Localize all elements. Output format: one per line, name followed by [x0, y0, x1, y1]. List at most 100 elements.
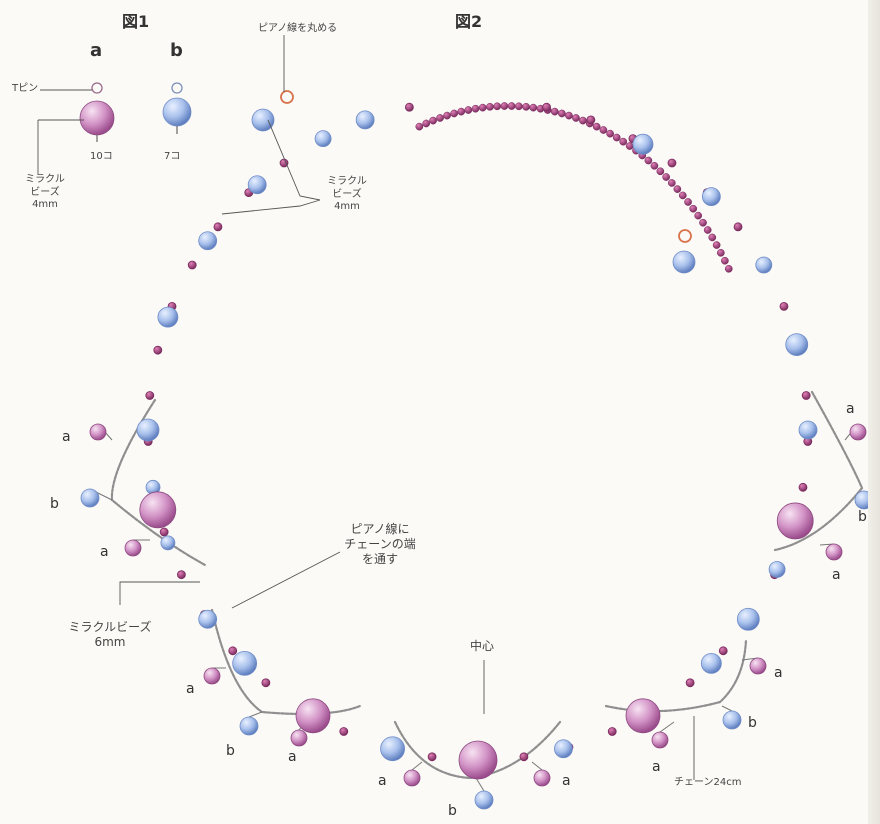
small-bead: [145, 391, 155, 400]
wire-bead: [478, 103, 487, 112]
small-bead: [685, 678, 695, 688]
wire-bead: [592, 122, 601, 131]
wire-bead: [694, 211, 703, 220]
wire-bead: [450, 109, 458, 118]
pin-wire: [475, 777, 485, 792]
wire-bead: [712, 241, 721, 249]
fig1-bead-line2: ビーズ: [30, 186, 60, 198]
drop-label-a: a: [652, 759, 661, 775]
fig1-bead-name: ミラクル ビーズ 4mm: [10, 174, 80, 212]
pin-wire: [411, 761, 423, 771]
pink-bead: [533, 769, 551, 787]
wire-bead: [606, 129, 614, 138]
small-bead: [339, 727, 349, 736]
pink-bead: [295, 698, 331, 734]
leader-line: [221, 199, 321, 215]
small-bead: [733, 222, 743, 232]
wire-bead: [599, 126, 608, 134]
drop-label-b: b: [858, 509, 867, 525]
blue-bead: [160, 535, 176, 551]
wire-bead: [550, 107, 559, 116]
drop-label-b: b: [50, 496, 59, 512]
pink-bead: [203, 667, 221, 685]
wire-bead: [684, 198, 692, 206]
chain: [393, 720, 562, 780]
miracle-4mm-note: ミラクル ビーズ 4mm: [312, 176, 382, 214]
small-bead: [798, 482, 808, 492]
wire-bead: [650, 161, 659, 170]
wire-bead: [522, 102, 530, 111]
wire-bead: [515, 102, 523, 111]
wire-bead: [464, 106, 473, 114]
t-pin-loop: [171, 82, 183, 94]
wire-bead: [656, 167, 665, 176]
pink-bead: [825, 543, 843, 561]
drop-label-a: a: [62, 429, 71, 445]
wire-bead: [565, 111, 573, 120]
page-edge: [868, 0, 880, 824]
drop-label-a: a: [846, 401, 855, 417]
t-pin-label: Tピン: [12, 83, 39, 94]
drop-label-b: b: [448, 803, 457, 819]
wire-bead: [721, 256, 729, 265]
wire-bead: [724, 264, 733, 273]
miracle-4mm-line3: 4mm: [334, 201, 360, 212]
small-bead: [213, 222, 223, 232]
leader-line: [119, 581, 200, 605]
blue-bead: [798, 420, 818, 440]
leader-line: [267, 119, 321, 201]
chain: [773, 390, 864, 552]
wire-bead: [708, 233, 717, 242]
wire-bead: [507, 102, 516, 110]
small-bead: [667, 158, 677, 168]
pin-wire: [721, 705, 733, 712]
small-bead: [718, 646, 728, 656]
wire-bead: [415, 122, 424, 131]
miracle-6mm-line1: ミラクルビーズ: [68, 620, 152, 634]
wire-chain-line1: ピアノ線に: [350, 522, 410, 536]
wire-bead: [716, 248, 725, 257]
blue-bead: [672, 250, 696, 274]
miracle-4mm-line2: ビーズ: [332, 188, 362, 200]
small-bead: [404, 102, 414, 112]
fig2-title: 図2: [455, 12, 483, 31]
miracle-6mm-line2: 6mm: [94, 635, 126, 649]
round-wire-note: ピアノ線を丸める: [258, 23, 338, 34]
pink-bead: [403, 769, 421, 787]
blue-bead: [162, 97, 192, 127]
wire-bead: [493, 102, 501, 111]
wire-bead: [500, 102, 509, 110]
wire-bead: [619, 137, 628, 146]
bead-group: [79, 82, 874, 810]
fig1-bead-line3: 4mm: [32, 199, 58, 210]
leader-line: [37, 119, 84, 174]
blue-bead: [755, 256, 773, 274]
drop-label-a: a: [100, 544, 109, 560]
blue-bead: [355, 110, 375, 130]
wire-bead: [422, 119, 431, 128]
pink-bead: [651, 731, 669, 749]
small-bead: [187, 260, 197, 270]
wire-bead: [699, 218, 707, 227]
fig1-a-count: 10コ: [90, 151, 113, 162]
wire-bead: [703, 226, 712, 234]
blue-bead: [239, 716, 259, 736]
wire-bead: [612, 133, 621, 142]
small-bead: [261, 678, 271, 688]
wire-bead: [579, 116, 587, 125]
wire-bead: [644, 156, 653, 165]
pin-wire: [531, 761, 543, 771]
wire-end-loop: [280, 90, 294, 104]
wire-chain-line3: を通す: [361, 552, 398, 566]
pink-bead: [749, 657, 767, 675]
wire-bead: [662, 173, 670, 181]
blue-bead: [157, 306, 179, 328]
wire-end-loop: [678, 229, 692, 243]
pink-bead: [89, 423, 107, 441]
pink-bead: [849, 423, 867, 441]
miracle-4mm-line1: ミラクル: [327, 176, 367, 187]
drop-label-a: a: [378, 773, 387, 789]
chain-length-label: チェーン24cm: [674, 777, 742, 788]
pink-bead: [139, 491, 177, 529]
small-bead: [542, 102, 552, 112]
